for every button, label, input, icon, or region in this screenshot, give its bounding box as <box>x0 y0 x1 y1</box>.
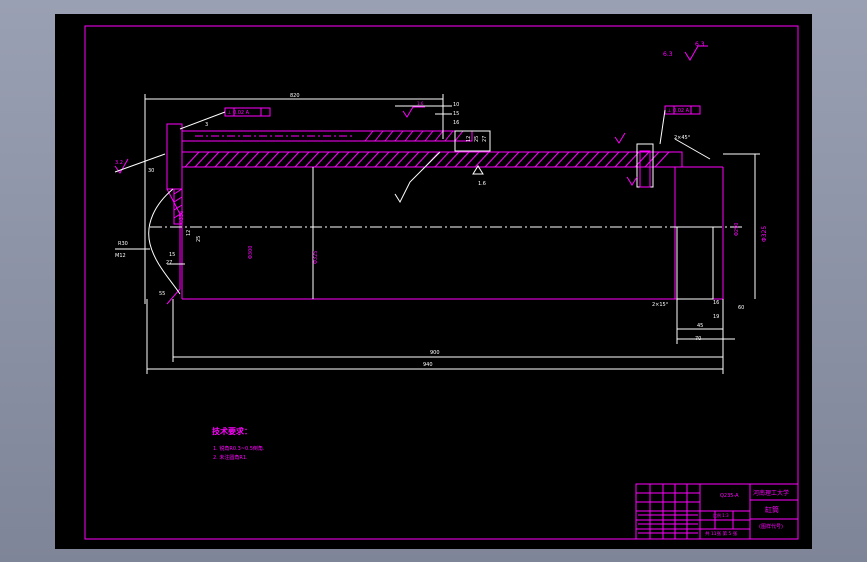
dim-bore: Φ300 <box>248 246 254 259</box>
svg-text:15: 15 <box>169 252 175 258</box>
title-material: Q235-A <box>720 493 739 499</box>
port-boss <box>454 130 491 152</box>
svg-text:27: 27 <box>166 260 172 266</box>
svg-text:R30: R30 <box>118 241 128 247</box>
dim-outer: Φ325 <box>761 226 768 242</box>
svg-text:70: 70 <box>695 336 701 342</box>
title-drawing-no: (图样代号) <box>759 523 783 530</box>
part-outline <box>148 123 745 305</box>
tolerance-frame-left: ⊥ 0.02 A <box>179 107 271 130</box>
svg-text:60: 60 <box>738 305 744 311</box>
svg-text:19: 19 <box>713 314 719 320</box>
roughness-symbols: 1.6 3.2 1.6 <box>114 101 638 204</box>
dim-inner-length: 900 <box>430 350 440 356</box>
title-block: Q235-A 河南理工大学 缸筒 (图样代号) 比例 1:3 共 11张 第 5… <box>635 483 799 540</box>
title-scale: 比例 1:3 <box>713 512 729 518</box>
svg-text:M12: M12 <box>115 253 126 259</box>
svg-text:12: 12 <box>466 136 472 142</box>
svg-text:25: 25 <box>196 236 202 242</box>
svg-text:Φ290: Φ290 <box>734 223 740 236</box>
svg-text:12: 12 <box>186 230 192 236</box>
svg-text:30: 30 <box>148 168 154 174</box>
svg-text:1.6: 1.6 <box>478 181 486 187</box>
technical-requirements: 技术要求： 1. 锐角R0.3~0.5倒角. 2. 未注圆角R1. <box>212 426 265 461</box>
dim-overall-length: 940 <box>423 362 433 368</box>
svg-text:2×45°: 2×45° <box>674 135 691 141</box>
svg-text:27: 27 <box>482 136 488 142</box>
tech-req-item-2: 2. 未注圆角R1. <box>213 454 248 461</box>
general-roughness-symbol: 6.3 6.3 <box>663 41 708 61</box>
left-flange <box>166 123 183 190</box>
svg-text:6.3: 6.3 <box>663 51 673 58</box>
svg-text:Φ356: Φ356 <box>179 211 185 224</box>
wall-hatch <box>184 151 670 168</box>
svg-text:15: 15 <box>453 111 459 117</box>
svg-text:⊥ 0.02 A: ⊥ 0.02 A <box>667 108 690 114</box>
title-sheet-info: 共 11张 第 5 张 <box>705 530 738 537</box>
svg-text:16: 16 <box>713 300 719 306</box>
svg-text:10: 10 <box>453 102 459 108</box>
svg-text:Φ325: Φ325 <box>313 251 319 264</box>
tech-req-item-1: 1. 锐角R0.3~0.5倒角. <box>213 445 265 452</box>
svg-text:25: 25 <box>474 136 480 142</box>
drawing-canvas: 6.3 6.3 <box>84 25 799 540</box>
svg-text:16: 16 <box>453 120 459 126</box>
title-company: 河南理工大学 <box>753 489 789 497</box>
svg-text:1.6: 1.6 <box>417 101 424 106</box>
svg-text:2×15°: 2×15° <box>652 302 669 308</box>
dimensions: 940 900 820 10 15 16 12 25 27 <box>114 93 768 374</box>
dim-top-length: 820 <box>290 93 300 99</box>
svg-text:55: 55 <box>159 291 165 297</box>
svg-text:3: 3 <box>205 122 208 128</box>
right-port-boss <box>636 143 654 188</box>
svg-text:45: 45 <box>697 323 703 329</box>
tolerance-frame-right: ⊥ 0.02 A <box>659 105 701 145</box>
title-part-name: 缸筒 <box>765 505 779 514</box>
svg-text:3.2: 3.2 <box>115 160 123 166</box>
drawing-frame <box>84 25 799 540</box>
svg-text:6.3: 6.3 <box>695 41 705 48</box>
tech-req-heading: 技术要求： <box>212 426 252 436</box>
svg-text:⊥ 0.02 A: ⊥ 0.02 A <box>227 110 250 116</box>
drawing-sheet: 6.3 6.3 <box>55 14 812 549</box>
